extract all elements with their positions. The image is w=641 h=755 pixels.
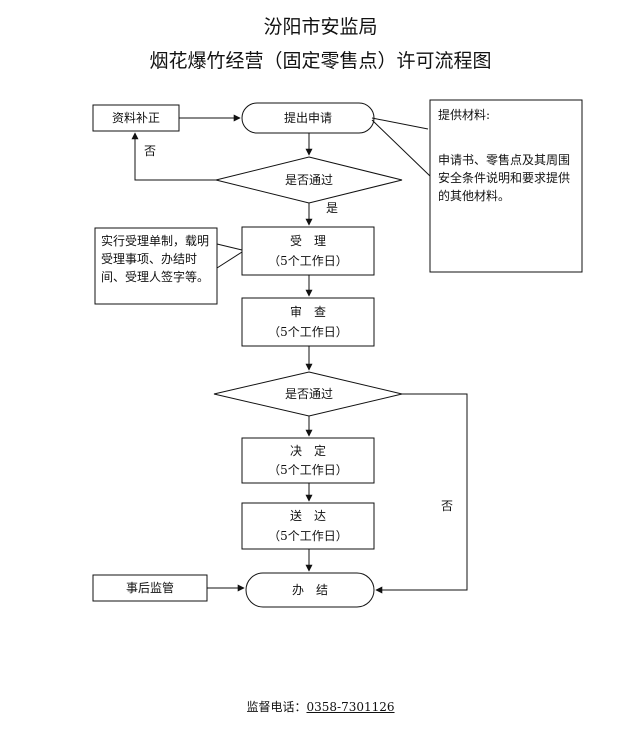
accept-days: （5个工作日） [268, 254, 348, 268]
review-days: （5个工作日） [268, 325, 348, 339]
accept-name: 受 理 [289, 234, 326, 248]
edge-check2-no-to-finish [375, 393, 468, 594]
decide-name: 决 定 [289, 444, 326, 458]
edge-label-yes-1: 是 [326, 201, 339, 215]
accept-note-box [94, 227, 218, 305]
check1-label: 是否通过 [284, 173, 333, 187]
finish-box [245, 572, 375, 608]
edge-accept-to-note [216, 243, 243, 251]
materials-box [429, 99, 583, 273]
title-line-1: 汾阳市安监局 [263, 16, 378, 38]
review-name: 审 查 [289, 305, 326, 319]
footer-label: 监督电话： [246, 700, 307, 714]
apply-label: 提出申请 [283, 111, 332, 125]
footer: 监督电话：0358-7301126 [0, 698, 641, 715]
supervise-label: 事后监管 [125, 581, 174, 595]
edge-label-no-2: 否 [441, 499, 454, 513]
supplement-label: 资料补正 [111, 111, 160, 125]
edge-apply-to-materials [371, 117, 429, 130]
edge-check1-no-to-supplement [131, 132, 216, 181]
check2-label: 是否通过 [284, 387, 333, 401]
decide-days: （5个工作日） [268, 463, 348, 477]
deliver-box [241, 502, 375, 550]
materials-heading: 提供材料: [438, 108, 491, 122]
finish-label: 办 结 [291, 583, 328, 597]
decide-box [241, 437, 375, 484]
deliver-name: 送 达 [289, 509, 326, 523]
deliver-days: （5个工作日） [268, 529, 348, 543]
title-line-2: 烟花爆竹经营（固定零售点）许可流程图 [149, 50, 492, 72]
edge-apply-to-materials-lower [371, 119, 431, 177]
accept-box [241, 226, 375, 276]
materials-body: 申请书、零售点及其周围安全条件说明和要求提供的其他材料。 [438, 153, 571, 203]
edge-label-no-1: 否 [144, 144, 157, 158]
edge-accept-to-note-lower [216, 251, 243, 269]
accept-note-text: 实行受理单制，载明受理事项、办结时间、受理人签字等。 [101, 234, 210, 284]
review-box [241, 297, 375, 347]
footer-phone: 0358-7301126 [306, 700, 395, 714]
